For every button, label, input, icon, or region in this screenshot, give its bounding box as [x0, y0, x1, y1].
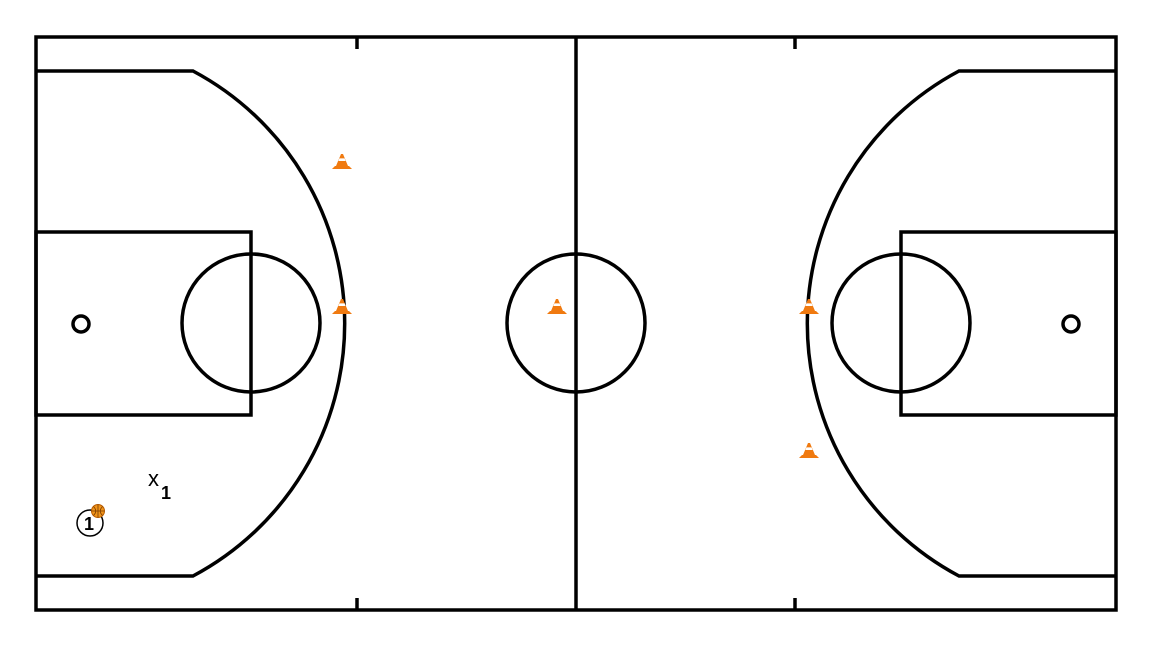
player-number: 1: [84, 514, 94, 534]
defender-mark: x: [148, 466, 159, 491]
basketball-icon: [91, 504, 105, 518]
offense-player: 1: [76, 504, 105, 537]
cones-layer: [332, 154, 819, 458]
cone-icon: [799, 299, 819, 314]
cone-icon: [332, 154, 352, 169]
free-throw-circle-left: [180, 252, 322, 394]
three-point-line-left: [36, 69, 347, 578]
cone-icon: [799, 443, 819, 458]
basket-left: [71, 314, 91, 334]
key-left: [34, 230, 253, 417]
cone-icon: [332, 299, 352, 314]
cone-icon: [547, 299, 567, 314]
free-throw-circle-right: [830, 252, 972, 394]
three-point-line-right: [805, 69, 1116, 578]
defender: x 1: [148, 466, 171, 503]
center-circle: [505, 252, 647, 394]
basket-right: [1061, 314, 1081, 334]
defender-number: 1: [161, 483, 171, 503]
key-right: [899, 230, 1118, 417]
